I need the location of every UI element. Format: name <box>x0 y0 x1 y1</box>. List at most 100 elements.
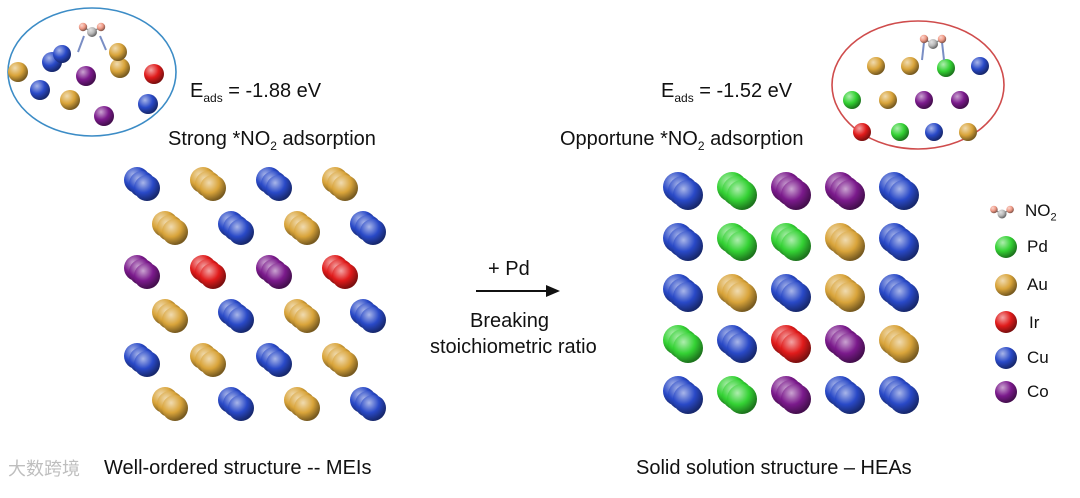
right-inset <box>831 20 1005 150</box>
atom-pd <box>727 231 757 261</box>
cu-atom-icon <box>995 347 1017 369</box>
atom-co <box>781 180 811 210</box>
atom-ir <box>781 333 811 363</box>
inset-atom-au <box>901 57 919 75</box>
inset-atom-au <box>8 62 28 82</box>
atom-co <box>835 333 865 363</box>
inset-atom-co <box>915 91 933 109</box>
atom-au <box>294 395 320 421</box>
inset-atom-au <box>867 57 885 75</box>
arrow-top-label: + Pd <box>488 258 530 280</box>
left-adsorption-strength: Strong *NO2 adsorption <box>168 128 376 153</box>
inset-atom-au <box>60 90 80 110</box>
atom-cu <box>228 307 254 333</box>
watermark: 大数跨境 <box>8 459 80 479</box>
atom-au <box>727 282 757 312</box>
legend <box>990 205 1017 403</box>
adsorbed-no2-molecule <box>78 22 106 37</box>
inset-atom-cu <box>925 123 943 141</box>
atom-ir <box>200 263 226 289</box>
atom-cu <box>134 175 160 201</box>
atom-cu <box>266 351 292 377</box>
legend-label-au: Au <box>1027 275 1048 294</box>
atom-au <box>835 282 865 312</box>
ir-atom-icon <box>995 311 1017 333</box>
legend-label-pd: Pd <box>1027 237 1048 256</box>
atom-au <box>332 351 358 377</box>
inset-atom-pd <box>843 91 861 109</box>
atom-pd <box>727 384 757 414</box>
inset-atom-ir <box>144 64 164 84</box>
atom-cu <box>360 395 386 421</box>
atom-pd <box>781 231 811 261</box>
inset-atom-pd <box>937 59 955 77</box>
atom-cu <box>835 384 865 414</box>
atom-au <box>889 333 919 363</box>
atom-au <box>200 175 226 201</box>
inset-atom-pd <box>891 123 909 141</box>
inset-atom-au <box>109 43 127 61</box>
right-adsorption-energy: Eads = -1.52 eV <box>661 80 793 105</box>
atom-au <box>162 395 188 421</box>
co-atom-icon <box>995 381 1017 403</box>
atom-cu <box>673 231 703 261</box>
atom-cu <box>228 219 254 245</box>
arrow-head <box>546 285 560 297</box>
arrow-label-line2: stoichiometric ratio <box>430 336 597 358</box>
inset-atom-ir <box>853 123 871 141</box>
atom-au <box>332 175 358 201</box>
inset-atom-au <box>959 123 977 141</box>
right-inset-outline <box>831 20 1005 150</box>
right-caption: Solid solution structure – HEAs <box>636 457 912 479</box>
au-atom-icon <box>995 274 1017 296</box>
inset-atom-au <box>879 91 897 109</box>
atom-au <box>294 307 320 333</box>
left-inset <box>7 7 177 137</box>
adsorbed-no2-molecule <box>919 34 947 49</box>
atom-au <box>162 307 188 333</box>
inset-atom-cu <box>53 45 71 63</box>
atom-co <box>835 180 865 210</box>
atom-cu <box>360 307 386 333</box>
atom-pd <box>673 333 703 363</box>
atom-au <box>835 231 865 261</box>
atom-au <box>294 219 320 245</box>
atom-co <box>134 263 160 289</box>
atom-au <box>200 351 226 377</box>
atom-cu <box>889 282 919 312</box>
legend-label-cu: Cu <box>1027 348 1049 367</box>
left-caption: Well-ordered structure -- MEIs <box>104 457 372 479</box>
atom-cu <box>228 395 254 421</box>
legend-label-co: Co <box>1027 382 1049 401</box>
atom-cu <box>889 231 919 261</box>
inset-atom-co <box>951 91 969 109</box>
atom-cu <box>360 219 386 245</box>
atom-cu <box>673 384 703 414</box>
atom-co <box>266 263 292 289</box>
right-adsorption-strength: Opportune *NO2 adsorption <box>560 128 804 153</box>
atom-cu <box>266 175 292 201</box>
left-adsorption-energy: Eads = -1.88 eV <box>190 80 322 105</box>
transformation-arrow <box>476 285 560 297</box>
mei-lattice <box>124 167 386 421</box>
legend-label-ir: Ir <box>1029 313 1040 332</box>
inset-atom-cu <box>30 80 50 100</box>
inset-atom-cu <box>971 57 989 75</box>
inset-atom-au <box>110 58 130 78</box>
atom-cu <box>889 384 919 414</box>
atom-pd <box>727 180 757 210</box>
atom-au <box>162 219 188 245</box>
inset-atom-co <box>94 106 114 126</box>
inset-atom-cu <box>138 94 158 114</box>
atom-cu <box>889 180 919 210</box>
atom-cu <box>727 333 757 363</box>
hea-lattice <box>663 172 919 414</box>
no2-molecule-icon <box>990 205 1014 219</box>
pd-atom-icon <box>995 236 1017 258</box>
atom-cu <box>134 351 160 377</box>
arrow-label-line1: Breaking <box>470 310 549 332</box>
atom-ir <box>332 263 358 289</box>
legend-label-no2: NO2 <box>1025 201 1057 224</box>
atom-cu <box>673 180 703 210</box>
